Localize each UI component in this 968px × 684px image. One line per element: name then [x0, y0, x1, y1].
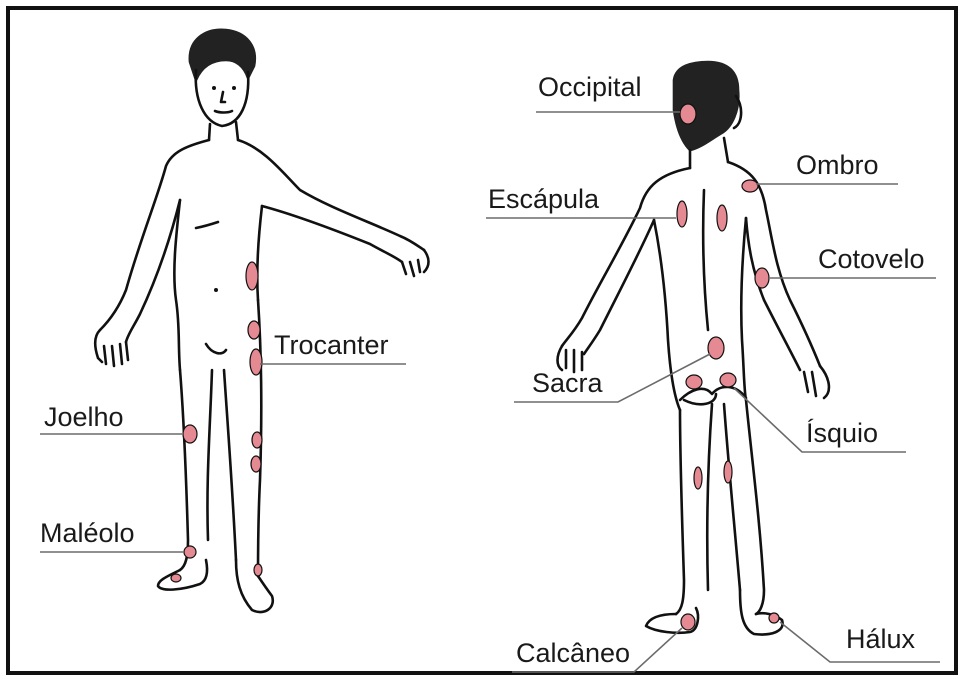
pressure-point-isquio-right — [720, 373, 736, 387]
back-body-figure — [558, 62, 829, 634]
pressure-point-calf-right — [724, 461, 732, 483]
pressure-point-cotovelo — [755, 268, 769, 288]
front-hair — [190, 30, 255, 80]
label-escapula: Escápula — [488, 186, 599, 213]
label-calcaneo: Calcâneo — [516, 640, 630, 667]
label-ombro: Ombro — [796, 152, 879, 179]
label-isquio: Ísquio — [806, 420, 878, 447]
label-sacra: Sacra — [532, 370, 603, 397]
pressure-point-escapula-right — [717, 205, 727, 231]
label-joelho: Joelho — [44, 404, 124, 431]
pressure-point-joelho — [183, 425, 197, 443]
pressure-point-ombro — [742, 180, 758, 192]
pressure-points — [171, 104, 779, 630]
pressure-point-foot-front — [171, 574, 181, 582]
label-halux: Hálux — [846, 626, 915, 653]
pressure-point-trocanter-mid — [248, 321, 260, 339]
pressure-point-halux — [769, 613, 779, 623]
label-maleolo: Maléolo — [40, 520, 135, 547]
front-body-figure — [95, 30, 428, 612]
pressure-point-knee-lateral-2 — [251, 456, 261, 472]
pressure-point-calf-left — [694, 467, 702, 489]
label-occipital: Occipital — [538, 74, 642, 101]
pressure-point-trocanter-upper — [246, 262, 258, 290]
pressure-point-occipital — [680, 104, 696, 124]
pressure-point-trocanter-lower — [250, 349, 262, 375]
pressure-point-calcaneo — [681, 614, 695, 630]
pressure-point-knee-lateral-1 — [252, 432, 262, 448]
label-trocanter: Trocanter — [274, 332, 389, 359]
pressure-point-sacra — [708, 337, 724, 359]
pressure-point-ankle-lateral — [254, 564, 262, 576]
pressure-point-isquio-left — [686, 375, 702, 389]
label-cotovelo: Cotovelo — [818, 246, 925, 273]
pressure-point-maleolo — [184, 546, 196, 558]
pressure-point-escapula-left — [677, 201, 687, 227]
